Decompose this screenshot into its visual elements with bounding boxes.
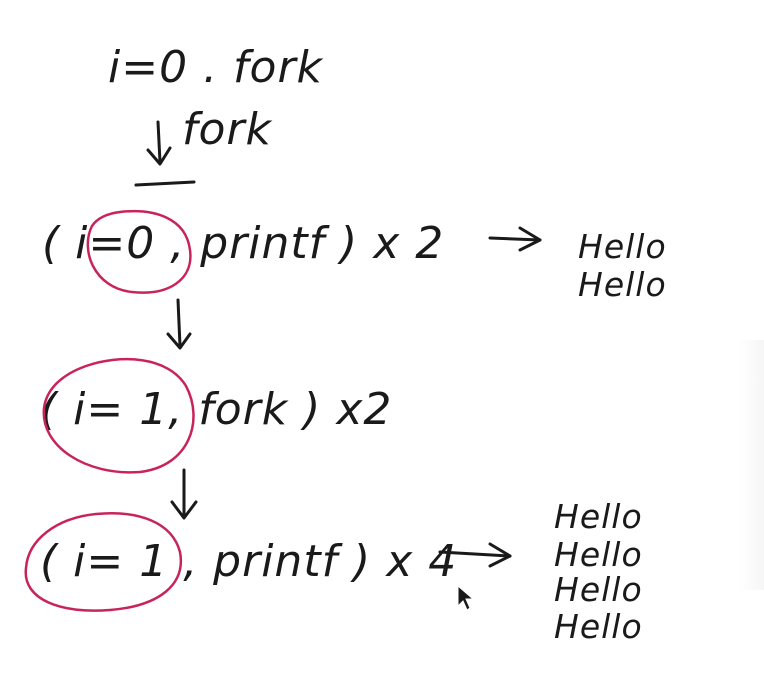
underline-stroke [134,180,196,187]
right-arrow-icon [438,550,512,558]
down-arrow-icon [146,146,172,166]
line-i1-fork-x2: ( i= 1, fork ) x2 [40,384,393,435]
output-hello: Hello [578,227,667,266]
down-arrow-icon [166,332,192,350]
highlight-circle [24,512,183,612]
highlight-circle [86,210,192,294]
down-arrow-icon [156,120,162,164]
line-i0-printf-x2: ( i=0 , printf ) x 2 [42,218,445,269]
right-arrow-icon [518,226,542,252]
right-arrow-icon [488,236,542,242]
output-hello: Hello [578,265,667,304]
output-hello: Hello [554,535,643,574]
mouse-pointer-icon [457,584,475,611]
line-i0-fork: i=0 . fork [108,42,324,93]
down-arrow-icon [176,298,182,348]
output-hello: Hello [554,497,643,536]
down-arrow-icon [170,500,198,520]
highlight-circle [42,357,195,474]
output-hello: Hello [554,570,643,609]
right-arrow-icon [488,542,512,568]
output-hello: Hello [554,607,643,646]
line-i1-printf-x4: ( i= 1 , printf ) x 4 [40,536,458,587]
line-fork: fork [182,104,272,155]
edge-shadow [738,340,764,590]
